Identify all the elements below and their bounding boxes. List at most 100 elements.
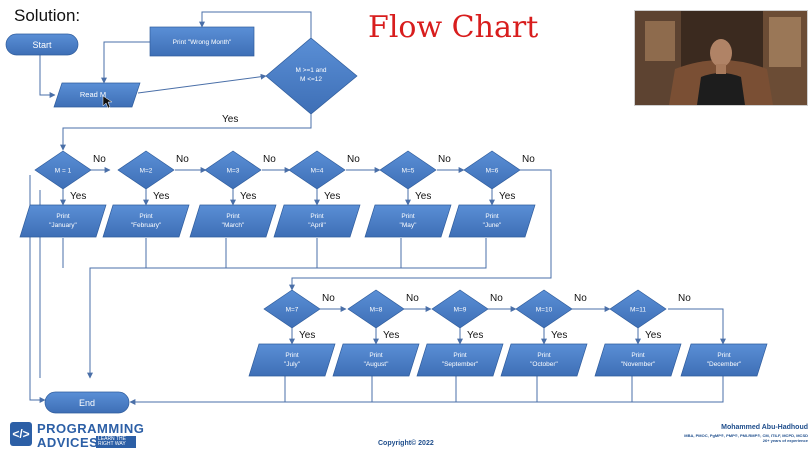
yes-label: Yes [467, 330, 483, 341]
decision-diamond [117, 150, 175, 190]
no-label: No [322, 293, 335, 304]
yes-label: Yes [70, 191, 86, 202]
decision-condition: M=5 [402, 168, 415, 175]
print-output [19, 204, 107, 238]
print-output [273, 204, 361, 238]
decision-diamond [204, 150, 262, 190]
print-prefix: Print [369, 352, 383, 359]
connector-start-read [39, 55, 56, 98]
no-label: No [574, 293, 587, 304]
wrong-month-process [149, 26, 255, 57]
no-label: No [263, 154, 276, 165]
connector-lines [29, 11, 726, 405]
yes-label: Yes [324, 191, 340, 202]
decision-condition: M=7 [286, 307, 299, 314]
connector-row1-row2 [289, 169, 552, 291]
start-terminator [5, 33, 79, 56]
copyright: Copyright© 2022 [378, 440, 434, 447]
print-prefix: Print [310, 213, 324, 220]
print-value: "February" [131, 222, 162, 229]
print-output [332, 343, 420, 377]
decision-diamond [34, 150, 92, 190]
decision-diamond [609, 289, 667, 329]
print-value: "March" [222, 222, 245, 229]
print-prefix: Print [631, 352, 645, 359]
print-output [500, 343, 588, 377]
print-prefix: Print [453, 352, 467, 359]
yes-label: Yes [551, 330, 567, 341]
print-value: "June" [483, 222, 502, 229]
print-output [594, 343, 682, 377]
validity-line1: M >=1 and [295, 67, 326, 74]
print-output [189, 204, 277, 238]
no-label: No [522, 154, 535, 165]
author-name: Mohammed Abu-Hadhoud [721, 424, 808, 431]
print-value: "November" [621, 361, 656, 368]
print-value: "April" [308, 222, 326, 229]
mouse-cursor-icon [102, 95, 113, 109]
print-output [102, 204, 190, 238]
decision-diamond [347, 289, 405, 329]
validity-yes-label: Yes [222, 114, 238, 125]
print-output [416, 343, 504, 377]
decision-condition: M=6 [486, 168, 499, 175]
print-december-value: "December" [707, 361, 742, 368]
logo-tagline: LEARN THE RIGHT WAY [96, 436, 136, 448]
decision-condition: M=10 [536, 307, 553, 314]
print-prefix: Print [139, 213, 153, 220]
presenter-webcam [634, 10, 808, 106]
print-december-prefix: Print [717, 352, 731, 359]
author-block: Mohammed Abu-Hadhoud MBA, PMOC, PgMP®, P… [660, 424, 808, 443]
connector-validity-yes [60, 114, 312, 151]
end-label: End [79, 398, 95, 408]
print-prefix: Print [401, 213, 415, 220]
print-value: "October" [530, 361, 558, 368]
decision-diamond [431, 289, 489, 329]
print-prefix: Print [226, 213, 240, 220]
yes-label: Yes [383, 330, 399, 341]
decision-condition: M=2 [140, 168, 153, 175]
yes-label: Yes [299, 330, 315, 341]
read-m-label: Read M [80, 90, 106, 99]
yes-label: Yes [153, 191, 169, 202]
print-value: "July" [284, 361, 301, 368]
end-terminator [44, 391, 130, 414]
start-label: Start [32, 40, 52, 50]
solution-heading: Solution: [14, 6, 81, 25]
decision-condition: M=11 [630, 307, 646, 314]
connector-validity-wrong [199, 11, 312, 38]
no-label: No [93, 154, 106, 165]
logo-line1: PROGRAMMING [37, 421, 145, 436]
author-experience: 26+ years of experience [762, 438, 808, 443]
wrong-month-label: Print "Wrong Month" [173, 39, 232, 46]
yes-label: Yes [645, 330, 661, 341]
print-december [680, 343, 768, 377]
decision-diamond [288, 150, 346, 190]
no-label: No [438, 154, 451, 165]
print-value: "September" [442, 361, 479, 368]
validity-line2: M <=12 [300, 76, 322, 83]
decision-diamond [463, 150, 521, 190]
print-value: "August" [364, 361, 390, 368]
connector-wrong-read [101, 41, 152, 84]
print-value: "January" [49, 222, 77, 229]
author-credentials: MBA, PMOC, PgMP®, PMP®, PMI-RMP®, CM, IT… [684, 433, 808, 438]
print-prefix: Print [537, 352, 551, 359]
decision-condition: M=9 [454, 307, 467, 314]
decision-diamond [379, 150, 437, 190]
decision-diamond [515, 289, 573, 329]
connector-read-validity [137, 73, 267, 94]
print-prefix: Print [485, 213, 499, 220]
no-label: No [406, 293, 419, 304]
yes-label: Yes [240, 191, 256, 202]
logo-mark-icon: </> [10, 422, 32, 446]
decision-diamond [263, 289, 321, 329]
decision-condition: M = 1 [55, 168, 72, 175]
row2-decisions: M=7NoYesPrint"July"M=8NoYesPrint"August"… [248, 289, 682, 377]
yes-label: Yes [415, 191, 431, 202]
print-prefix: Print [285, 352, 299, 359]
print-prefix: Print [56, 213, 70, 220]
